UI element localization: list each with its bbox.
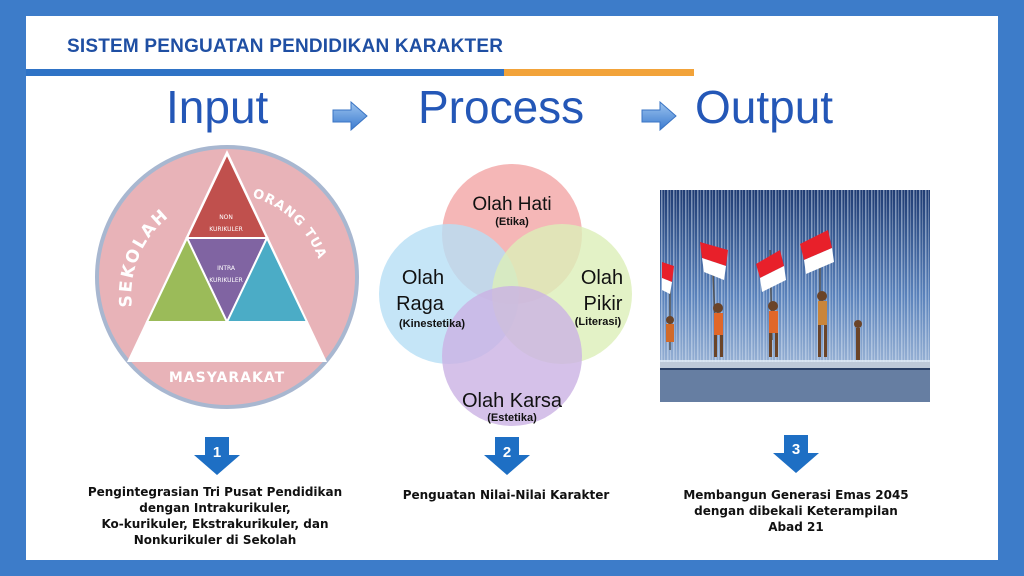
circle-olah-karsa xyxy=(442,286,582,426)
step-1-caption: Pengintegrasian Tri Pusat Pendidikan den… xyxy=(74,484,356,548)
label-olah-karsa: Olah Karsa xyxy=(462,390,563,412)
label-non: NON xyxy=(219,214,233,221)
step-3-caption: Membangun Generasi Emas 2045 dengan dibe… xyxy=(662,487,930,535)
arrow-right-icon xyxy=(641,101,677,131)
label-kurikuler: KURIKULER xyxy=(209,226,243,233)
slide: SISTEM PENGUATAN PENDIDIKAN KARAKTER Inp… xyxy=(26,16,998,560)
caption-line: Ko-kurikuler, Ekstrakurikuler, dan xyxy=(101,517,329,531)
flag-bearers-waterfall-photo-icon xyxy=(660,190,930,402)
tri-pusat-diagram: NON KURIKULER INTRA KURIKULER KO -KURIKU… xyxy=(95,145,359,409)
label-kurikuler: KURIKULER xyxy=(209,277,243,284)
caption-line: Pengintegrasian Tri Pusat Pendidikan xyxy=(87,485,343,499)
output-photo xyxy=(660,190,930,402)
arrow-right-icon xyxy=(332,101,368,131)
label-etika: (Etika) xyxy=(495,216,529,228)
step-3-number: 3 xyxy=(792,441,800,458)
caption-line: dengan Intrakurikuler, xyxy=(139,501,291,515)
heading-input: Input xyxy=(166,81,269,133)
accent-bar-blue xyxy=(26,69,504,76)
label-literasi: (Literasi) xyxy=(575,316,622,328)
caption-line: Nonkurikuler di Sekolah xyxy=(133,533,297,547)
label-kurikuler: KURIKULER xyxy=(262,339,296,346)
step-1-number: 1 xyxy=(213,444,221,461)
caption-line: Membangun Generasi Emas 2045 xyxy=(683,488,909,502)
caption-line: Penguatan Nilai-Nilai Karakter xyxy=(402,488,610,502)
svg-text:NON KURIKULER INTR: NON KURIKULER INTRA KURIKULER KO -KURIKU… xyxy=(170,214,296,346)
heading-process: Process xyxy=(418,81,585,133)
accent-bar-orange xyxy=(504,69,694,76)
venn-diagram: Olah Hati (Etika) Olah Raga (Kinestetika… xyxy=(379,164,632,426)
step-2-arrow-icon: 2 xyxy=(484,437,530,475)
step-1-arrow-icon: 1 xyxy=(194,437,240,475)
step-2-caption: Penguatan Nilai-Nilai Karakter xyxy=(386,487,626,503)
label-estetika: (Estetika) xyxy=(487,412,537,424)
caption-line: dengan dibekali Keterampilan xyxy=(694,504,898,518)
triangle-left xyxy=(145,235,229,323)
label-pikir: Pikir xyxy=(584,293,623,315)
label-kinestetika: (Kinestetika) xyxy=(399,318,465,330)
label-olah: Olah xyxy=(581,267,623,289)
triangle-right xyxy=(225,235,309,323)
caption-line: Abad 21 xyxy=(768,520,824,534)
heading-output: Output xyxy=(695,81,834,133)
label-raga: Raga xyxy=(396,293,445,315)
label-masyarakat: MASYARAKAT xyxy=(169,370,285,386)
slide-title: SISTEM PENGUATAN PENDIDIKAN KARAKTER xyxy=(67,36,504,57)
label-ekstra: EKSTRA xyxy=(266,327,290,334)
label-olah: Olah xyxy=(402,267,444,289)
step-3-arrow-icon: 3 xyxy=(773,435,819,473)
label-olah-hati: Olah Hati xyxy=(472,194,551,215)
label-ko-kurikuler: KO -KURIKULER xyxy=(170,332,216,339)
step-2-number: 2 xyxy=(503,444,511,461)
label-intra: INTRA xyxy=(217,265,236,272)
